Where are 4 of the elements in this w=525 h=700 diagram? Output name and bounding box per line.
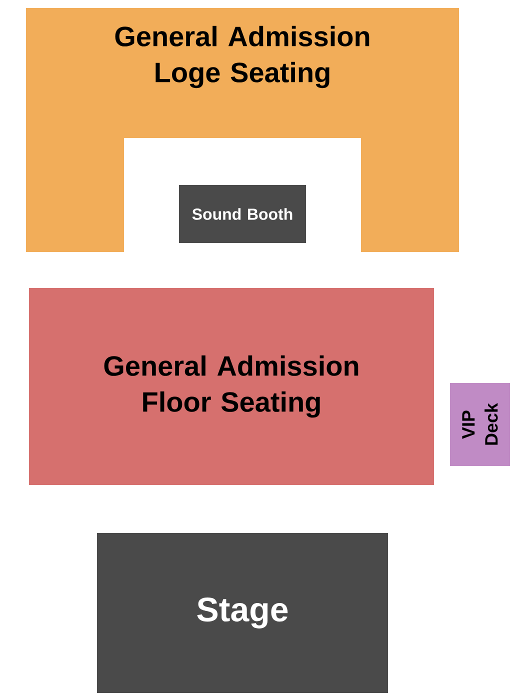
seating-section: General Admission Floor Seating xyxy=(29,288,434,485)
sound-booth: Sound Booth xyxy=(179,185,306,243)
vip-deck: VIP Deck xyxy=(450,383,510,466)
stage: Stage xyxy=(97,533,388,693)
